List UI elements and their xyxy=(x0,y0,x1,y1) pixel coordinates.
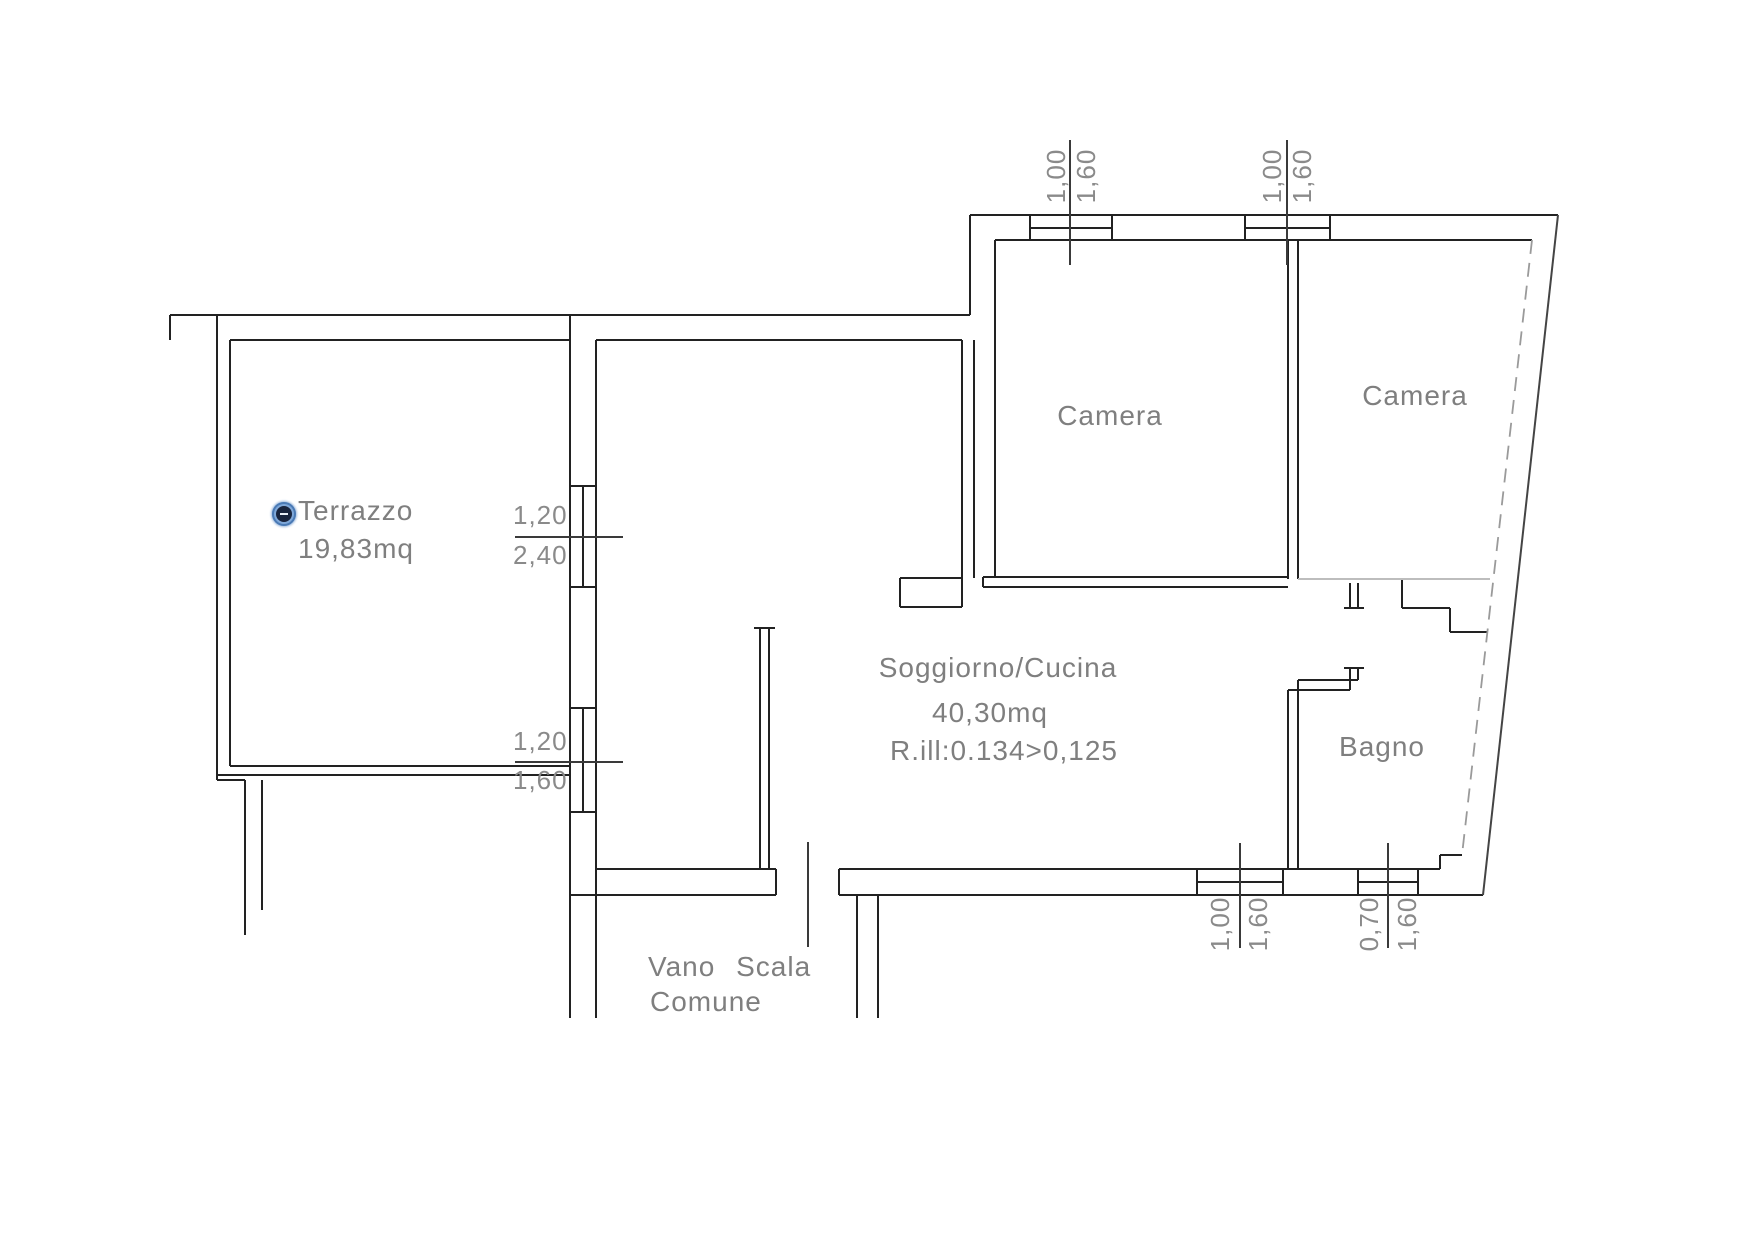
room-label-camera-2: Camera xyxy=(1362,380,1468,411)
dim-bottom-window2-right: 1,60 xyxy=(1392,896,1422,952)
room-label-vano-scala-2: Comune xyxy=(650,986,762,1017)
dim-left-upper-denominator: 2,40 xyxy=(513,540,568,570)
dim-top-window1-right: 1,60 xyxy=(1071,148,1101,204)
dim-top-window1-left: 1,00 xyxy=(1041,148,1071,204)
dim-top-window2-right: 1,60 xyxy=(1287,148,1317,204)
dim-left-lower-numerator: 1,20 xyxy=(513,726,568,756)
room-label-soggiorno: Soggiorno/Cucina xyxy=(878,652,1118,683)
room-label-bagno: Bagno xyxy=(1339,731,1425,762)
dimension-lines xyxy=(515,140,1389,948)
slanted-inner-wall-dashed xyxy=(1461,239,1533,856)
dim-left-upper-numerator: 1,20 xyxy=(513,500,568,530)
room-rill-soggiorno: R.ill:0.134>0,125 xyxy=(890,735,1118,766)
dim-bottom-window2-left: 0,70 xyxy=(1354,896,1384,952)
dim-left-lower-denominator: 1,60 xyxy=(513,765,568,795)
dim-bottom-window1-right: 1,60 xyxy=(1243,896,1273,952)
room-label-camera-1: Camera xyxy=(1057,400,1163,431)
room-label-vano-scala: Vano Scala xyxy=(648,951,812,982)
location-marker-icon[interactable] xyxy=(272,502,296,526)
walls xyxy=(168,213,1558,1018)
dim-bottom-window1-left: 1,00 xyxy=(1205,896,1235,952)
dim-top-window2-left: 1,00 xyxy=(1257,148,1287,204)
room-area-soggiorno: 40,30mq xyxy=(932,697,1048,728)
room-label-terrazzo: Terrazzo xyxy=(298,495,414,526)
slanted-outer-wall xyxy=(1482,214,1559,896)
room-area-terrazzo: 19,83mq xyxy=(298,533,414,564)
location-marker-dash xyxy=(280,513,288,515)
